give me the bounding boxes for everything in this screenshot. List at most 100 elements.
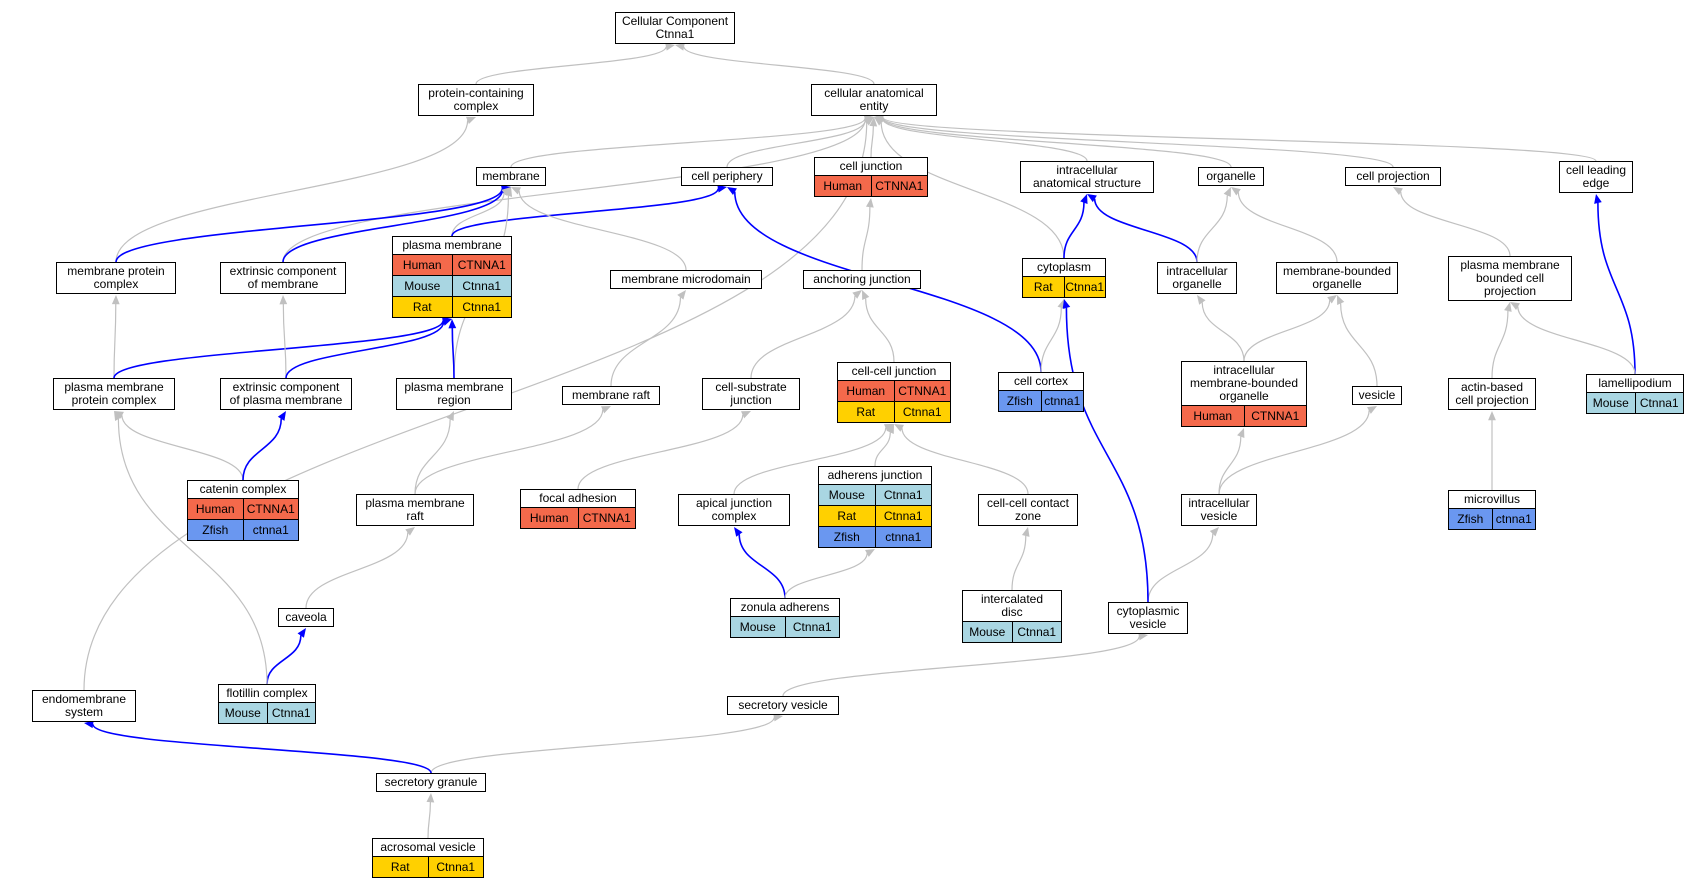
term-node-intracellular-membrane-bounded-organelle[interactable]: intracellular membrane-bounded organelle… [1181,361,1307,427]
term-node-cytoplasmic-vesicle[interactable]: cytoplasmic vesicle [1108,602,1188,634]
arrowhead [426,793,435,803]
arrowhead [717,184,727,193]
term-label: membrane raft [571,388,651,402]
term-node-membrane[interactable]: membrane [476,167,546,186]
term-node-cell-leading-edge[interactable]: cell leading edge [1559,161,1633,193]
term-node-anchoring-junction[interactable]: anchoring junction [803,270,921,289]
term-label: flotillin complex [226,686,308,700]
term-label: cell-cell contact zone [986,496,1070,523]
gene-symbol: Ctnna1 [451,276,512,296]
species-name: Human [823,179,863,193]
edge-pmbcp-cellproj [1400,191,1511,257]
term-node-plasma-membrane-protein-complex[interactable]: plasma membrane protein complex [53,378,175,410]
term-node-caveola[interactable]: caveola [278,608,334,627]
term-node-extrinsic-component-of-plasma-membrane[interactable]: extrinsic component of plasma membrane [220,378,352,410]
arrowhead [1080,194,1088,204]
gene-symbol: Ctnna1 [266,703,316,723]
arrowhead [1062,299,1071,309]
term-node-cell-cell-contact-zone[interactable]: cell-cell contact zone [978,494,1078,526]
arrowhead [1337,295,1345,305]
edge-cytoplasm-cae [880,122,1065,259]
edge-ecpm-pm [285,321,445,379]
term-label: membrane-bounded organelle [1282,264,1392,291]
term-node-actin-based-cell-projection[interactable]: actin-based cell projection [1448,378,1536,410]
gene-symbol: CTNNA1 [451,255,512,275]
edge-cae-root [683,46,875,85]
term-node-plasma-membrane-raft[interactable]: plasma membrane raft [356,494,474,526]
edge-lamellipodium-pmbcp [1517,306,1636,375]
species-name: Human [1193,409,1233,423]
term-label: acrosomal vesicle [380,840,476,854]
term-label: microvillus [1463,492,1520,506]
term-node-plasma-membrane-region[interactable]: plasma membrane region [396,378,512,410]
term-node-cellular-component-ctnna1[interactable]: Cellular Component Ctnna1 [615,12,735,44]
edge-cytoplasm-ias [1063,202,1085,259]
term-node-secretory-granule[interactable]: secretory granule [376,773,486,792]
edge-pmpc-mpc [113,303,117,379]
species-name: Mouse [828,488,865,502]
arrowhead [734,527,743,537]
term-node-cell-projection[interactable]: cell projection [1345,167,1441,186]
term-node-intracellular-organelle[interactable]: intracellular organelle [1157,262,1237,294]
term-label: plasma membrane bounded cell projection [1460,258,1560,298]
arrowhead [111,295,120,305]
term-label: cell cortex [1013,374,1069,388]
term-label: secretory vesicle [738,698,828,712]
edge-intercalated-contactzone [1011,535,1027,591]
term-node-secretory-vesicle[interactable]: secretory vesicle [727,696,839,715]
arrowhead [501,187,511,196]
arrowhead [405,527,415,536]
term-node-intracellular-anatomical-structure[interactable]: intracellular anatomical structure [1020,161,1154,193]
species-name: Mouse [404,279,441,293]
term-node-apical-junction-complex[interactable]: apical junction complex [678,494,790,526]
term-node-plasma-membrane-bounded-cell-projection[interactable]: plasma membrane bounded cell projection [1448,256,1572,301]
term-node-cell-substrate-junction[interactable]: cell-substrate junction [702,378,800,410]
term-label: plasma membrane protein complex [64,380,164,407]
term-node-protein-containing-complex[interactable]: protein-containing complex [418,84,534,116]
edge-cortex-cytoplasm [1040,307,1062,373]
gene-symbol: Ctnna1 [1011,622,1062,642]
term-node-endomembrane-system[interactable]: endomembrane system [32,690,136,722]
term-node-organelle[interactable]: organelle [1198,167,1264,186]
gene-symbol: Ctnna1 [784,617,840,637]
term-node-cell-periphery[interactable]: cell periphery [681,167,773,186]
edge-apical-ccj [733,427,887,495]
term-node-vesicle[interactable]: vesicle [1352,386,1402,405]
term-node-membrane-raft[interactable]: membrane raft [562,386,660,405]
term-node-membrane-microdomain[interactable]: membrane microdomain [610,270,762,289]
term-node-extrinsic-component-of-membrane[interactable]: extrinsic component of membrane [220,262,346,294]
arrowhead [865,549,875,557]
gene-symbol: CTNNA1 [1243,406,1307,426]
edge-imbo-icorganelle [1201,302,1245,362]
term-node-membrane-protein-complex[interactable]: membrane protein complex [56,262,176,294]
gene-symbol: CTNNA1 [242,499,299,519]
arrowhead [504,187,513,197]
gene-symbol: ctnna1 [874,527,932,547]
arrowhead [1393,187,1403,196]
edge-pm-cellperiph [451,188,719,237]
arrowhead [1327,295,1337,304]
term-node-membrane-bounded-organelle[interactable]: membrane-bounded organelle [1276,262,1398,294]
species-name: Rat [837,509,857,523]
term-node-cellular-anatomical-entity[interactable]: cellular anatomical entity [811,84,937,116]
term-node-intracellular-vesicle[interactable]: intracellular vesicle [1181,494,1257,526]
